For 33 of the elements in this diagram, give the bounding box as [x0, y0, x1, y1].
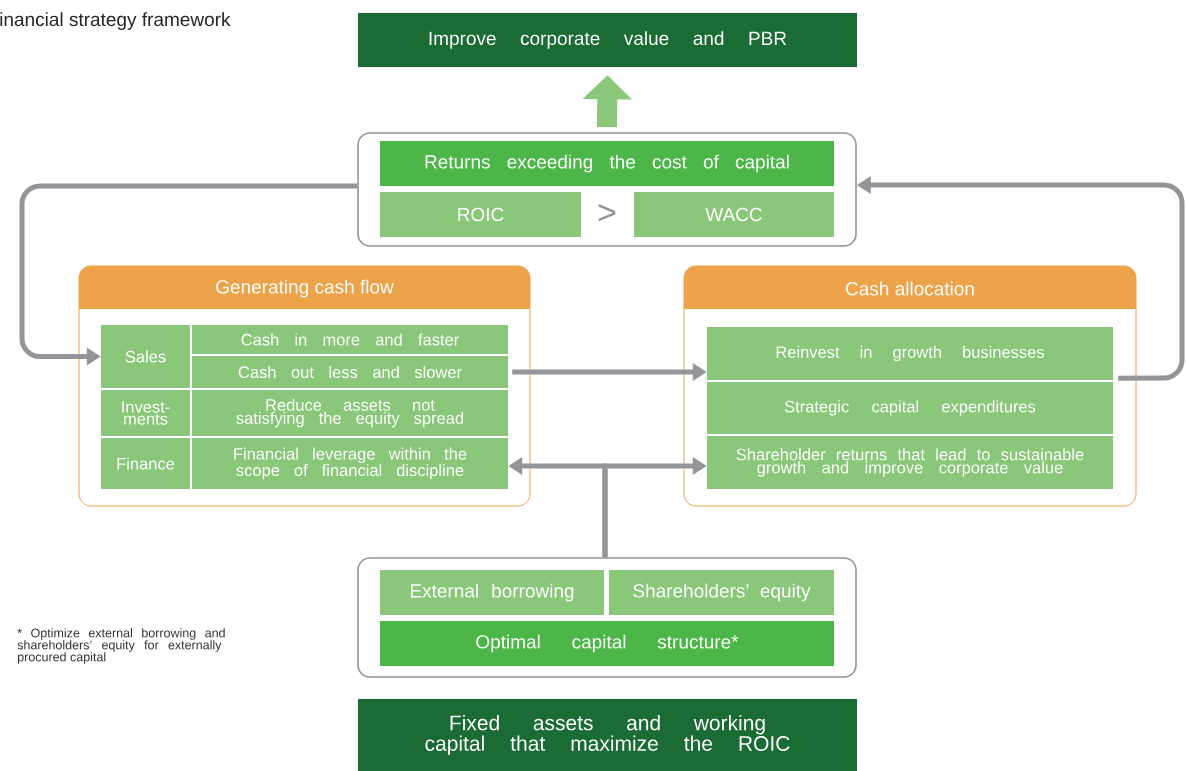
text-box: Improve corporate value and PBR	[358, 13, 857, 67]
node-label: Sales	[125, 350, 166, 363]
text-box: Cash in more and faster	[192, 325, 508, 354]
node-label: Reduce assets not satisfying the equity spread	[236, 398, 463, 428]
text-box: Returns exceeding the cost of capital	[380, 141, 834, 186]
text-box: External borrowing	[380, 570, 604, 615]
text-box: Shareholders’ equity	[609, 570, 834, 615]
group-frame	[357, 132, 857, 247]
greater-than-sign: >	[598, 204, 616, 222]
title: inancial strategy framework	[0, 12, 231, 30]
text-box: ROIC	[380, 192, 581, 237]
node-label: Invest- ments	[122, 401, 170, 425]
node-label: Finance	[117, 457, 175, 470]
text-box: Finance	[101, 438, 190, 489]
text-box: Cash out less and slower	[192, 356, 508, 388]
node-label: Cash out less and slower	[238, 365, 462, 379]
text-box: WACC	[634, 192, 834, 237]
node-label: Financial leverage within the scope of financial discipline	[234, 447, 467, 480]
footnote: * Optimize external borrowing and shareholders’ equity for externally procured capital	[17, 628, 225, 664]
node-label: Reinvest in growth businesses	[776, 345, 1044, 362]
text-box: Invest- ments	[101, 390, 190, 436]
text-box: Shareholder returns that lead to sustainable growth and improve corporate value	[707, 436, 1113, 489]
text-box: Reduce assets not satisfying the equity spread	[192, 390, 508, 436]
text-box: Optimal capital structure*	[380, 621, 834, 666]
node-label: Strategic capital expenditures	[784, 400, 1036, 416]
group-frame	[357, 557, 857, 678]
text-box: Fixed assets and working capital that maximize the ROIC	[358, 699, 857, 771]
text-box: Sales	[101, 325, 190, 388]
node-label: Shareholder returns that lead to sustainable growth and improve corporate value	[736, 448, 1084, 477]
text-box: Financial leverage within the scope of financial discipline	[192, 438, 508, 489]
node-label: Cash in more and faster	[241, 333, 459, 346]
text-box: Reinvest in growth businesses	[707, 327, 1113, 380]
text-box: Strategic capital expenditures	[707, 382, 1113, 434]
